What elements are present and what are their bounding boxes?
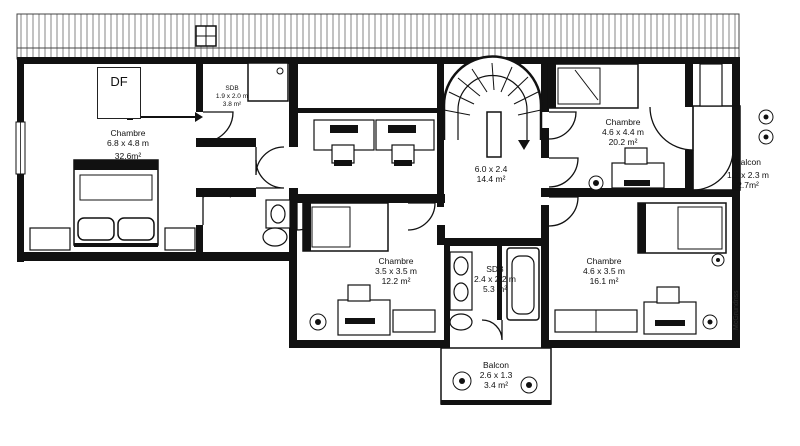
- room-area: 5.3 m²: [482, 284, 508, 295]
- sink-small: [265, 199, 291, 229]
- room-area: 14.4 m²: [476, 174, 506, 185]
- plant-icon: [702, 314, 718, 330]
- room-name: SDB: [486, 264, 504, 274]
- room-dims: 2.6 x 1.3: [479, 370, 513, 381]
- bed-se: [637, 202, 727, 254]
- roof-strip: [16, 13, 740, 60]
- balcony-plants-east: [758, 109, 774, 145]
- room-label-chambre-ne: Chambre 4.6 x 4.4 m 20.2 m²: [602, 117, 644, 148]
- room-area: 12.2 m²: [381, 276, 411, 287]
- room-label-hall: 6.0 x 2.4 14.4 m²: [475, 164, 508, 184]
- room-name: Chambre: [605, 117, 641, 127]
- desk-ne: [611, 147, 665, 189]
- balcony-plants-south: [452, 371, 538, 394]
- room-name: Balcon: [735, 157, 761, 167]
- room-area: 3.4 m²: [483, 380, 509, 391]
- plant-icon: [309, 313, 327, 331]
- west-window: [15, 121, 26, 175]
- room-area: 20.2 m²: [608, 137, 638, 148]
- room-name: Chambre: [586, 256, 622, 266]
- desk-1: [313, 119, 375, 166]
- desk-2: [375, 119, 435, 166]
- nightstands: [29, 227, 196, 251]
- room-area: 3.8 m²: [222, 100, 242, 108]
- room-name: Balcon: [482, 360, 509, 370]
- balcony-east: [692, 105, 741, 191]
- roof-window-icon: [195, 25, 217, 47]
- brand-watermark: McGrundriss: [733, 290, 740, 330]
- room-name: Chambre: [378, 256, 414, 266]
- room-label-balcon-east: Balcon 1.2 x 2.3 m 2.7m²: [727, 157, 769, 191]
- bed-center: [302, 202, 389, 252]
- double-sink: [449, 251, 473, 311]
- wardrobe-center: [392, 309, 436, 333]
- double-bed-main: [73, 159, 159, 247]
- desk-center: [337, 284, 391, 336]
- shower-small: [247, 62, 289, 102]
- room-label-sdb-center: SDB 2.4 x 2.2 m 5.3 m²: [474, 264, 516, 295]
- room-area: 16.1 m²: [589, 276, 619, 287]
- df-box: DF: [97, 67, 141, 119]
- room-name: Chambre: [110, 128, 146, 138]
- room-label-chambre-se: Chambre 4.6 x 3.5 m 16.1 m²: [583, 256, 625, 287]
- room-label-chambre-center: Chambre 3.5 x 3.5 m 12.2 m²: [375, 256, 417, 287]
- room-dims: 4.6 x 3.5 m: [582, 266, 626, 277]
- room-dims: 6.8 x 4.8 m: [106, 138, 150, 149]
- spiral-staircase: [442, 55, 543, 158]
- room-name: SDB: [225, 85, 239, 92]
- room-dims: 1.9 x 2.0 m: [215, 92, 249, 100]
- room-label-balcon-south: Balcon 2.6 x 1.3 3.4 m²: [480, 360, 513, 391]
- door-swings: [202, 106, 734, 341]
- toilet-small: [262, 227, 288, 247]
- bed-ne: [547, 63, 639, 109]
- interior-walls: [196, 57, 740, 348]
- plant-icon: [588, 175, 604, 191]
- room-dims: 6.0 x 2.4: [474, 164, 508, 174]
- room-label-sdb-small: SDB 1.9 x 2.0 m 3.8 m²: [216, 85, 248, 108]
- toilet-center: [449, 313, 473, 331]
- room-dims: 2.4 x 2.2 m: [473, 274, 517, 285]
- room-area: 2.7m²: [737, 180, 759, 191]
- df-label: DF: [110, 74, 128, 89]
- room-area: 32.6m²: [114, 151, 142, 162]
- bathtub: [506, 247, 540, 321]
- desk-se: [643, 286, 697, 335]
- room-label-chambre-main: Chambre 6.8 x 4.8 m 32.6m²: [107, 128, 149, 162]
- plant-icon: [711, 253, 725, 267]
- room-dims: 3.5 x 3.5 m: [374, 266, 418, 277]
- room-dims: 4.6 x 4.4 m: [601, 127, 645, 138]
- room-dims: 1.2 x 2.3 m: [726, 170, 770, 181]
- wardrobe-se: [554, 309, 638, 333]
- wardrobe-ne: [699, 63, 723, 107]
